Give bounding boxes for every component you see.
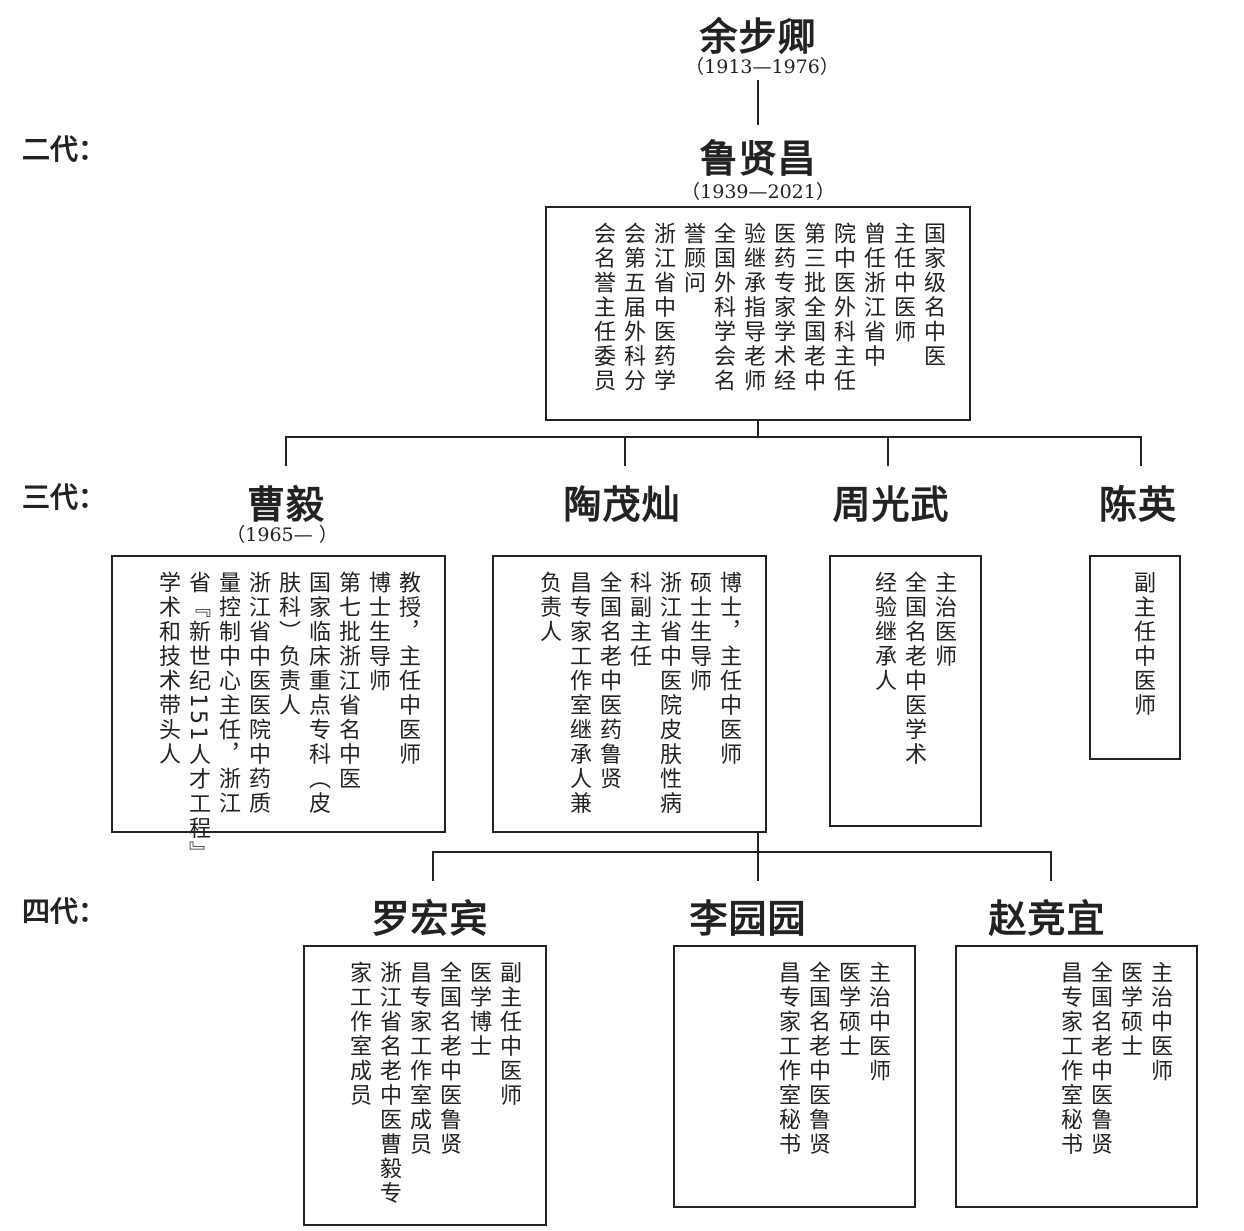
- description-column: 医学硕士: [835, 961, 860, 1059]
- description-column: 副主任中医师: [496, 961, 521, 1108]
- description-column: 主治医师: [931, 571, 956, 669]
- gen4-box: 副主任中医师医学博士全国名老中医鲁贤昌专家工作室成员浙江省名老中医曹毅专家工作室…: [303, 945, 547, 1226]
- connector: [1050, 851, 1052, 881]
- description-column: 会名誉主任委员: [590, 222, 615, 394]
- description-column: 副主任中医师: [1130, 571, 1155, 718]
- description-text: 教授，主任中医师博士生导师第七批浙江省名中医国家临床重点专科（皮肤科）负责人浙江…: [152, 571, 422, 866]
- description-column: 硕士生导师: [686, 571, 711, 694]
- description-column: 全国名老中医学术: [901, 571, 926, 767]
- description-text: 主治中医师医学硕士全国名老中医鲁贤昌专家工作室秘书: [1054, 961, 1174, 1157]
- description-text: 博士，主任中医师硕士生导师浙江省中医院皮肤性病科副主任全国名老中医药鲁贤昌专家工…: [533, 571, 743, 816]
- description-text: 主治医师全国名老中医学术经验继承人: [868, 571, 958, 767]
- connector: [757, 80, 759, 125]
- description-column: 全国名老中医鲁贤: [1087, 961, 1112, 1157]
- connector: [432, 851, 1052, 853]
- founder-dates: （1913—1976）: [685, 56, 839, 78]
- gen-label-fourth: 四代：: [22, 895, 107, 928]
- connector: [285, 436, 1142, 438]
- description-column: 科副主任: [626, 571, 651, 669]
- connector: [757, 832, 759, 852]
- description-column: 昌专家工作室继承人兼: [566, 571, 591, 816]
- connector: [432, 851, 434, 881]
- description-column: 负责人: [536, 571, 561, 645]
- description-column: 浙江省中医院皮肤性病: [656, 571, 681, 816]
- description-column: 誉顾问: [680, 222, 705, 296]
- description-column: 昌专家工作室成员: [406, 961, 431, 1157]
- description-column: 学术和技术带头人: [155, 571, 180, 767]
- gen-label-third: 三代：: [22, 481, 107, 514]
- description-text: 副主任中医师: [1127, 571, 1157, 718]
- gen4-name: 赵竞宜: [988, 897, 1106, 941]
- description-column: 省『新世纪151人才工程』: [185, 571, 210, 866]
- description-column: 医学硕士: [1117, 961, 1142, 1059]
- description-column: 全国名老中医药鲁贤: [596, 571, 621, 792]
- description-column: 会第五届外科分: [620, 222, 645, 394]
- description-column: 博士，主任中医师: [716, 571, 741, 767]
- connector: [757, 420, 759, 438]
- connector: [624, 436, 626, 466]
- description-column: 第七批浙江省名中医: [335, 571, 360, 792]
- description-column: 浙江省名老中医曹毅专: [376, 961, 401, 1206]
- description-column: 昌专家工作室秘书: [1057, 961, 1082, 1157]
- description-column: 主治中医师: [1147, 961, 1172, 1084]
- description-column: 医药专家学术经: [770, 222, 795, 394]
- founder-name: 余步卿: [699, 15, 817, 59]
- description-column: 国家临床重点专科（皮: [305, 571, 330, 816]
- description-column: 浙江省中医药学: [650, 222, 675, 394]
- description-column: 主治中医师: [865, 961, 890, 1084]
- gen2-box: 国家级名中医主任中医师曾任浙江省中院中医外科主任第三批全国老中医药专家学术经验继…: [545, 206, 971, 421]
- description-column: 全国名老中医鲁贤: [436, 961, 461, 1157]
- description-column: 第三批全国老中: [800, 222, 825, 394]
- gen3-name: 周光武: [832, 483, 950, 527]
- gen2-dates: （1939—2021）: [681, 181, 835, 203]
- description-column: 教授，主任中医师: [395, 571, 420, 767]
- description-column: 全国名老中医鲁贤: [805, 961, 830, 1157]
- description-column: 验继承指导老师: [740, 222, 765, 394]
- gen3-box: 副主任中医师: [1089, 555, 1181, 760]
- gen4-name: 罗宏宾: [371, 897, 489, 941]
- gen3-dates: （1965— ）: [226, 524, 338, 546]
- description-column: 浙江省中医医院中药质: [245, 571, 270, 816]
- gen3-name: 陶茂灿: [563, 483, 681, 527]
- connector: [285, 436, 287, 466]
- description-column: 量控制中心主任，浙江: [215, 571, 240, 816]
- gen3-box: 教授，主任中医师博士生导师第七批浙江省名中医国家临床重点专科（皮肤科）负责人浙江…: [111, 555, 446, 866]
- gen3-box: 主治医师全国名老中医学术经验继承人: [829, 555, 982, 827]
- description-column: 院中医外科主任: [830, 222, 855, 394]
- gen2-name: 鲁贤昌: [699, 137, 817, 181]
- gen4-box: 主治中医师医学硕士全国名老中医鲁贤昌专家工作室秘书: [673, 945, 916, 1208]
- gen4-box: 主治中医师医学硕士全国名老中医鲁贤昌专家工作室秘书: [955, 945, 1198, 1208]
- gen4-name: 李园园: [689, 897, 807, 941]
- connector: [1140, 436, 1142, 466]
- gen3-name: 曹毅: [246, 483, 326, 527]
- description-column: 主任中医师: [890, 222, 915, 345]
- description-column: 博士生导师: [365, 571, 390, 694]
- description-column: 肤科）负责人: [275, 571, 300, 718]
- connector: [887, 436, 889, 466]
- description-text: 主治中医师医学硕士全国名老中医鲁贤昌专家工作室秘书: [772, 961, 892, 1157]
- gen3-box: 博士，主任中医师硕士生导师浙江省中医院皮肤性病科副主任全国名老中医药鲁贤昌专家工…: [492, 555, 767, 833]
- gen3-name: 陈英: [1098, 483, 1178, 527]
- description-column: 经验继承人: [871, 571, 896, 694]
- connector: [757, 851, 759, 881]
- gen-label-second: 二代：: [22, 133, 107, 166]
- description-column: 昌专家工作室秘书: [775, 961, 800, 1157]
- description-column: 全国外科学会名: [710, 222, 735, 394]
- description-column: 家工作室成员: [346, 961, 371, 1108]
- description-column: 国家级名中医: [920, 222, 945, 369]
- description-column: 曾任浙江省中: [860, 222, 885, 369]
- description-text: 国家级名中医主任中医师曾任浙江省中院中医外科主任第三批全国老中医药专家学术经验继…: [587, 222, 947, 394]
- description-text: 副主任中医师医学博士全国名老中医鲁贤昌专家工作室成员浙江省名老中医曹毅专家工作室…: [343, 961, 523, 1206]
- description-column: 医学博士: [466, 961, 491, 1059]
